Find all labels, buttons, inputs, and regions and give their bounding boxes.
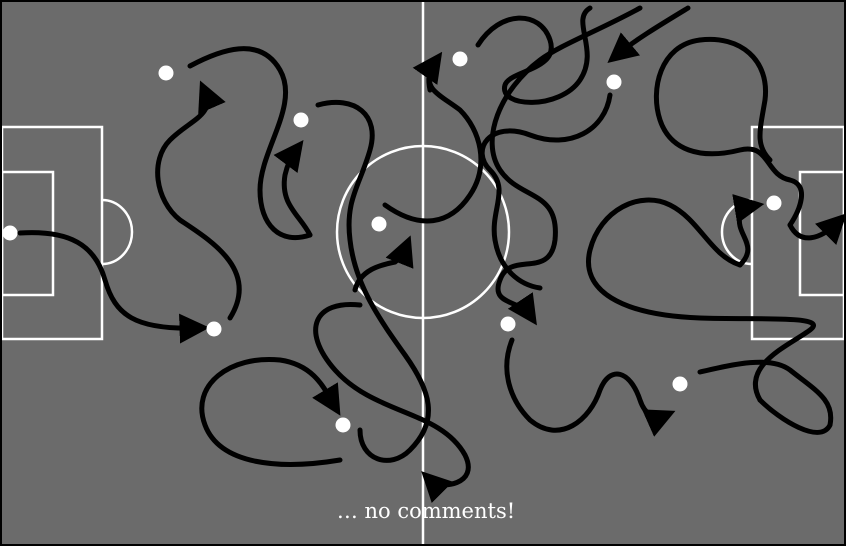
player-marker bbox=[372, 217, 387, 232]
caption-text: … no comments! bbox=[337, 499, 515, 523]
player-marker bbox=[607, 75, 622, 90]
player-marker bbox=[336, 418, 351, 433]
player-marker bbox=[3, 226, 18, 241]
player-marker bbox=[501, 317, 516, 332]
player-marker bbox=[207, 322, 222, 337]
player-marker bbox=[294, 113, 309, 128]
player-marker bbox=[453, 52, 468, 67]
player-marker bbox=[159, 66, 174, 81]
player-marker bbox=[767, 196, 782, 211]
player-marker bbox=[673, 377, 688, 392]
